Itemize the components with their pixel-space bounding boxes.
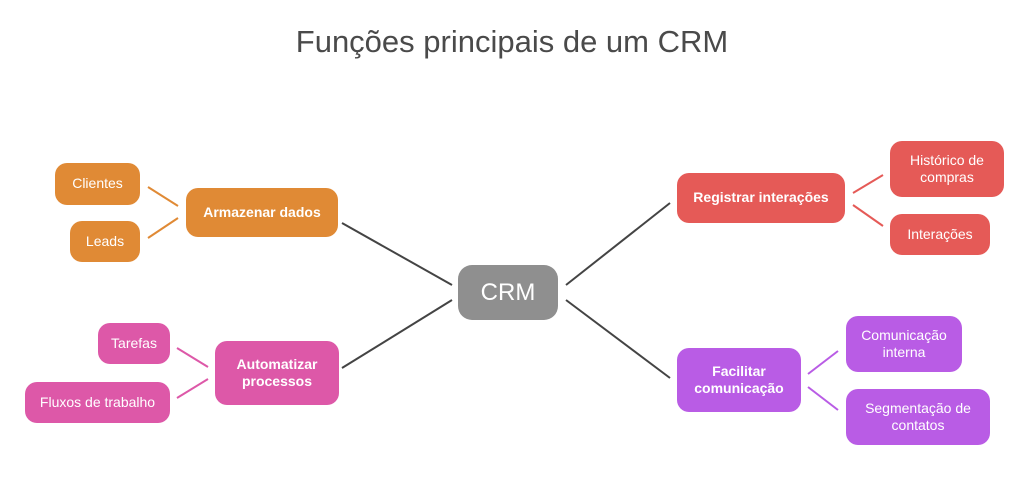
branch-facilitar-comunicacao[interactable]: Facilitar comunicação [677, 348, 801, 412]
connector-center-automatizar [341, 299, 453, 369]
branch-armazenar-dados[interactable]: Armazenar dados [186, 188, 338, 237]
connector-center-armazenar [341, 222, 453, 286]
leaf-comunicacao-interna[interactable]: Comunicação interna [846, 316, 962, 372]
connector-armazenar-clientes [147, 186, 179, 207]
leaf-tarefas[interactable]: Tarefas [98, 323, 170, 364]
branch-automatizar-processos[interactable]: Automatizar processos [215, 341, 339, 405]
connector-center-registrar [565, 202, 671, 286]
connector-automatizar-fluxos [176, 378, 209, 399]
leaf-interacoes[interactable]: Interações [890, 214, 990, 255]
connector-center-facilitar [565, 299, 671, 379]
leaf-fluxos-de-trabalho[interactable]: Fluxos de trabalho [25, 382, 170, 423]
leaf-segmentacao-de-contatos[interactable]: Segmentação de contatos [846, 389, 990, 445]
connector-armazenar-leads [147, 217, 179, 239]
leaf-clientes[interactable]: Clientes [55, 163, 140, 205]
branch-registrar-interacoes[interactable]: Registrar interações [677, 173, 845, 223]
connector-facilitar-segmentacao [807, 386, 839, 411]
connector-facilitar-comunicacao [807, 350, 839, 375]
diagram-title: Funções principais de um CRM [295, 24, 729, 59]
connector-registrar-historico [852, 174, 884, 194]
leaf-historico-de-compras[interactable]: Histórico de compras [890, 141, 1004, 197]
center-node[interactable]: CRM [458, 265, 558, 320]
connector-automatizar-tarefas [176, 347, 209, 368]
connector-registrar-interacoes [852, 204, 884, 227]
leaf-leads[interactable]: Leads [70, 221, 140, 262]
